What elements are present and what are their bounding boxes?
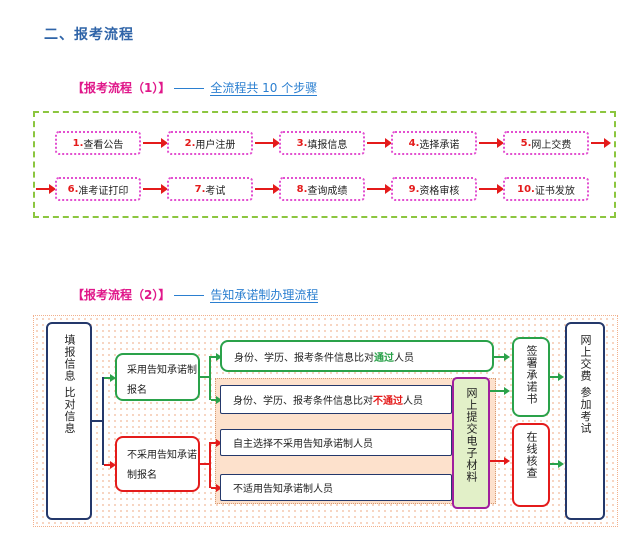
connector [209,356,211,400]
arrow-to-not-applicable [211,484,222,492]
flow1-subtitle: 全流程共 10 个步骤 [210,81,318,96]
arrow-3-4 [367,138,392,148]
step-9: 9.资格审核 [391,177,477,201]
arrow-9-10 [479,184,504,194]
arrow-2-3 [255,138,280,148]
flow1-tag: 【报考流程（1）】 [72,81,171,95]
arrow-1-2 [143,138,168,148]
arrow-6-7 [143,184,168,194]
arrow-sign-to-pay [550,373,564,381]
connector [209,442,211,488]
pay-exam-box: 网上交费 参加考试 [565,322,605,520]
arrow-to-not-adopt [104,461,116,469]
step-10: 10.证书发放 [503,177,589,201]
step-7: 7.考试 [167,177,253,201]
arrow-8-9 [367,184,392,194]
step-6: 6.准考证打印 [55,177,141,201]
connector [102,377,104,465]
arrow-submit-to-sign [490,387,510,395]
flow1-container [33,111,616,218]
pass-box: 身份、学历、报考条件信息比对通过人员 [220,340,494,372]
arrow-to-self-choose [211,439,222,447]
flow2-dash [174,295,205,296]
arrow-5-out [591,138,611,148]
section-title: 二、报考流程 [44,27,134,43]
fail-box: 身份、学历、报考条件信息比对不通过人员 [220,385,452,414]
arrow-check-to-pay [550,460,564,468]
arrow-7-8 [255,184,280,194]
flow1-heading: 【报考流程（1）】 全流程共 10 个步骤 [72,79,318,96]
online-check-box: 在线核查 [512,423,550,507]
step-1: 1.查看公告 [55,131,141,155]
flow2-subtitle: 告知承诺制办理流程 [210,288,319,303]
flow2-tag: 【报考流程（2）】 [72,288,171,302]
connector [200,463,209,465]
arrow-to-adopt [104,374,116,382]
sign-commitment-box: 签署承诺书 [512,337,550,417]
fill-compare-text: 填报信息 比对信息 [63,334,76,435]
step-8: 8.查询成绩 [279,177,365,201]
self-choose-box: 自主选择不采用告知承诺制人员 [220,429,452,456]
adopt-commitment-box: 采用告知承诺制报名 [115,353,200,401]
connector [200,376,209,378]
step-5: 5.网上交费 [503,131,589,155]
arrow-in-6 [36,184,56,194]
step-2: 2.用户注册 [167,131,253,155]
not-adopt-commitment-box: 不采用告知承诺制报名 [115,436,200,492]
arrow-to-fail [211,396,222,404]
step-4: 4.选择承诺 [391,131,477,155]
arrow-submit-to-check [490,457,510,465]
online-check-text: 在线核查 [525,431,538,479]
submit-materials-box: 网上提交电子材料 [452,377,490,509]
arrow-to-pass [211,353,222,361]
submit-materials-text: 网上提交电子材料 [465,387,478,483]
arrow-4-5 [479,138,504,148]
connector [92,420,102,422]
flow2-heading: 【报考流程（2）】 告知承诺制办理流程 [72,286,319,303]
arrow-pass-to-sign [494,353,510,361]
flow1-dash [174,88,205,89]
step-3: 3.填报信息 [279,131,365,155]
not-applicable-box: 不适用告知承诺制人员 [220,474,452,501]
sign-commitment-text: 签署承诺书 [525,345,538,405]
pay-exam-text: 网上交费 参加考试 [579,334,592,435]
fill-compare-box: 填报信息 比对信息 [46,322,92,520]
